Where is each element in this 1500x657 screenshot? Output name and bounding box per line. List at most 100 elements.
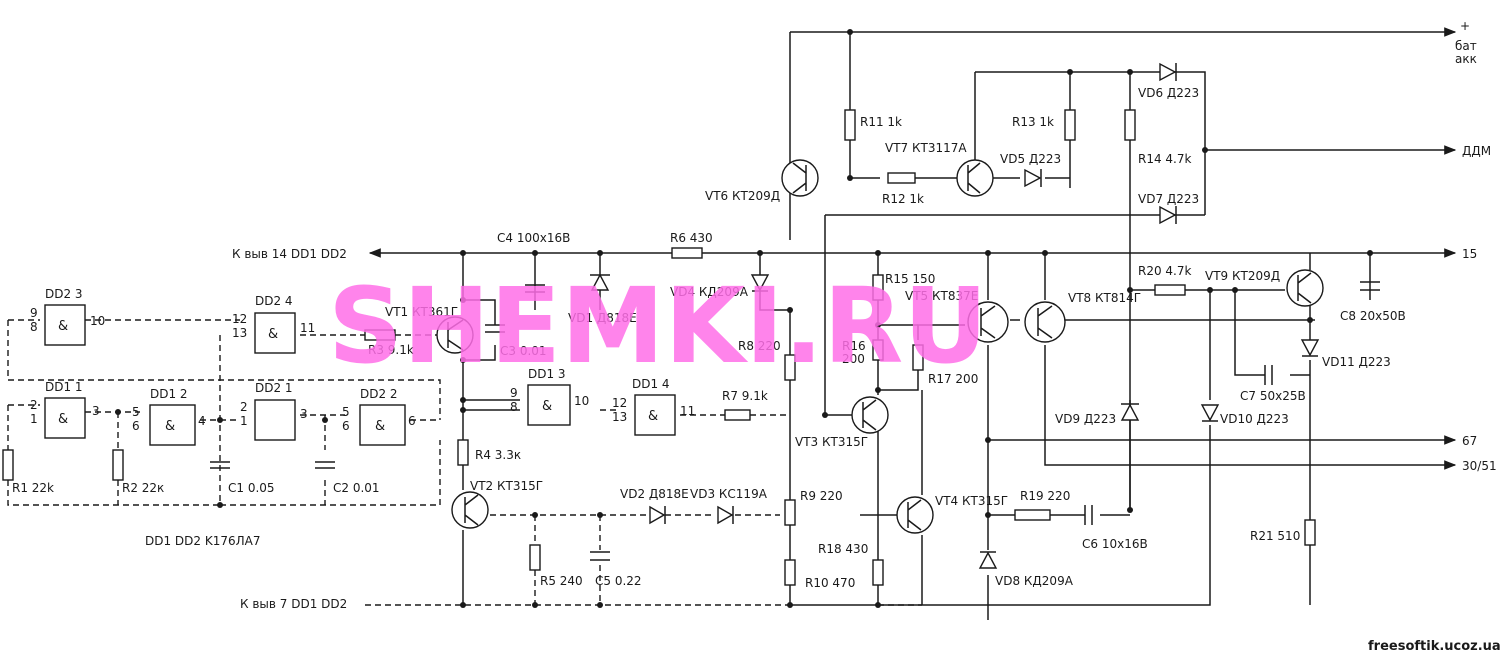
svg-text:6: 6 [342, 419, 350, 433]
svg-text:11: 11 [680, 404, 695, 418]
junction-dots [115, 29, 1373, 608]
label-vt9: VT9 КТ209Д [1205, 269, 1280, 283]
site-credit: freesoftik.ucoz.ua [1368, 639, 1500, 654]
vt6-symbol [781, 159, 819, 197]
label-vd10: VD10 Д223 [1220, 412, 1289, 426]
svg-text:10: 10 [574, 394, 589, 408]
label-r9: R9 220 [800, 489, 843, 503]
svg-text:&: & [58, 412, 68, 427]
svg-text:&: & [542, 399, 552, 414]
vt4-symbol [896, 496, 934, 534]
label-r7: R7 9.1k [722, 389, 768, 403]
label-r8: R8 220 [738, 339, 781, 353]
label-c3: C3 0.01 [500, 344, 547, 358]
label-akk: акк [1455, 52, 1477, 66]
svg-text:13: 13 [232, 326, 247, 340]
svg-text:DD2 1: DD2 1 [255, 381, 293, 395]
gate-dd2-2: & DD2 2 5 6 6 [342, 387, 416, 446]
component-labels: R1 22k R2 22к C1 0.05 C2 0.01 DD1 DD2 K1… [12, 86, 1406, 590]
vt9-symbol [1286, 269, 1324, 307]
label-vd1: VD1 Д818Е [568, 311, 637, 325]
gate-dd2-4: & DD2 4 12 13 11 [232, 294, 315, 354]
diodes [590, 62, 1320, 569]
svg-text:3: 3 [92, 404, 100, 418]
label-r15: R15 150 [885, 272, 935, 286]
label-vd11: VD11 Д223 [1322, 355, 1391, 369]
label-vt5: VT5 КТ837Е [905, 289, 978, 303]
capacitors [210, 281, 1380, 561]
label-r18: R18 430 [818, 542, 868, 556]
svg-text:2: 2 [30, 398, 38, 412]
svg-text:DD2 4: DD2 4 [255, 294, 293, 308]
label-vt8: VT8 КТ814Г [1068, 291, 1141, 305]
label-c1: C1 0.05 [228, 481, 275, 495]
label-out-3051: 30/51 [1462, 459, 1497, 473]
label-chip-note: DD1 DD2 K176ЛА7 [145, 534, 261, 548]
output-labels: + бат акк ДДМ 1 5 67 30/51 К выв 14 DD1 D… [232, 19, 1497, 611]
label-vd5: VD5 Д223 [1000, 152, 1061, 166]
label-r6: R6 430 [670, 231, 713, 245]
label-c4: C4 100x16В [497, 231, 570, 245]
svg-text:DD1 4: DD1 4 [632, 377, 670, 391]
label-vd3: VD3 КС119А [690, 487, 768, 501]
label-r16b: 200 [842, 352, 865, 366]
gate-dd1-2: & DD1 2 5 6 4 [132, 387, 206, 446]
label-vt4: VT4 КТ315Г [935, 494, 1008, 508]
label-out-67: 67 [1462, 434, 1477, 448]
label-vd2: VD2 Д818Е [620, 487, 689, 501]
label-vd7: VD7 Д223 [1138, 192, 1199, 206]
svg-text:1: 1 [30, 412, 38, 426]
label-vt3: VT3 КТ315Г [795, 435, 868, 449]
gate-dd2-1: DD2 1 2 1 3 [240, 381, 308, 441]
svg-text:3: 3 [300, 407, 308, 421]
svg-text:&: & [268, 327, 278, 342]
vt8-symbol [1024, 301, 1066, 343]
label-r1: R1 22k [12, 481, 54, 495]
label-r2: R2 22к [122, 481, 164, 495]
svg-text:12: 12 [232, 312, 247, 326]
label-c7: C7 50x25В [1240, 389, 1306, 403]
label-r4: R4 3.3к [475, 448, 521, 462]
label-r3: R3 9.1k [368, 343, 414, 357]
svg-text:1: 1 [240, 414, 248, 428]
svg-text:&: & [375, 419, 385, 434]
gate-dd2-3: & DD2 3 9 8 10 [30, 287, 105, 346]
label-r17: R17 200 [928, 372, 978, 386]
label-ddm: ДДМ [1462, 144, 1491, 158]
svg-text:&: & [58, 319, 68, 334]
label-vd6: VD6 Д223 [1138, 86, 1199, 100]
label-to-dd1-7: К выв 7 DD1 DD2 [240, 597, 347, 611]
svg-text:DD2 3: DD2 3 [45, 287, 83, 301]
label-vt6: VT6 КТ209Д [705, 189, 780, 203]
label-to-dd1-14: К выв 14 DD1 DD2 [232, 247, 347, 261]
svg-text:DD2 2: DD2 2 [360, 387, 398, 401]
label-r12: R12 1k [882, 192, 924, 206]
label-r5: R5 240 [540, 574, 583, 588]
svg-text:DD1 1: DD1 1 [45, 380, 83, 394]
label-c2: C2 0.01 [333, 481, 380, 495]
label-r21: R21 510 [1250, 529, 1300, 543]
gate-dd1-4: & DD1 4 12 13 11 [612, 377, 695, 436]
svg-text:5: 5 [342, 405, 350, 419]
gate-dd1-1: & DD1 1 2 1 3 [30, 380, 100, 439]
label-r20: R20 4.7k [1138, 264, 1192, 278]
svg-text:&: & [165, 419, 175, 434]
watermark: SHEMKI.RU [328, 265, 988, 387]
svg-text:DD1 2: DD1 2 [150, 387, 188, 401]
label-top-mark: + [1460, 19, 1470, 33]
vt5-symbol [967, 301, 1009, 343]
label-c5: C5 0.22 [595, 574, 642, 588]
svg-text:8: 8 [30, 320, 38, 334]
resistors [2, 109, 1316, 586]
svg-text:12: 12 [612, 396, 627, 410]
label-r16a: R16 [842, 339, 866, 353]
svg-text:11: 11 [300, 321, 315, 335]
svg-text:9: 9 [510, 386, 518, 400]
svg-text:2: 2 [240, 400, 248, 414]
label-bat: бат [1455, 39, 1477, 53]
svg-text:&: & [648, 409, 658, 424]
label-r13: R13 1k [1012, 115, 1054, 129]
label-r14: R14 4.7k [1138, 152, 1192, 166]
label-vd9: VD9 Д223 [1055, 412, 1116, 426]
